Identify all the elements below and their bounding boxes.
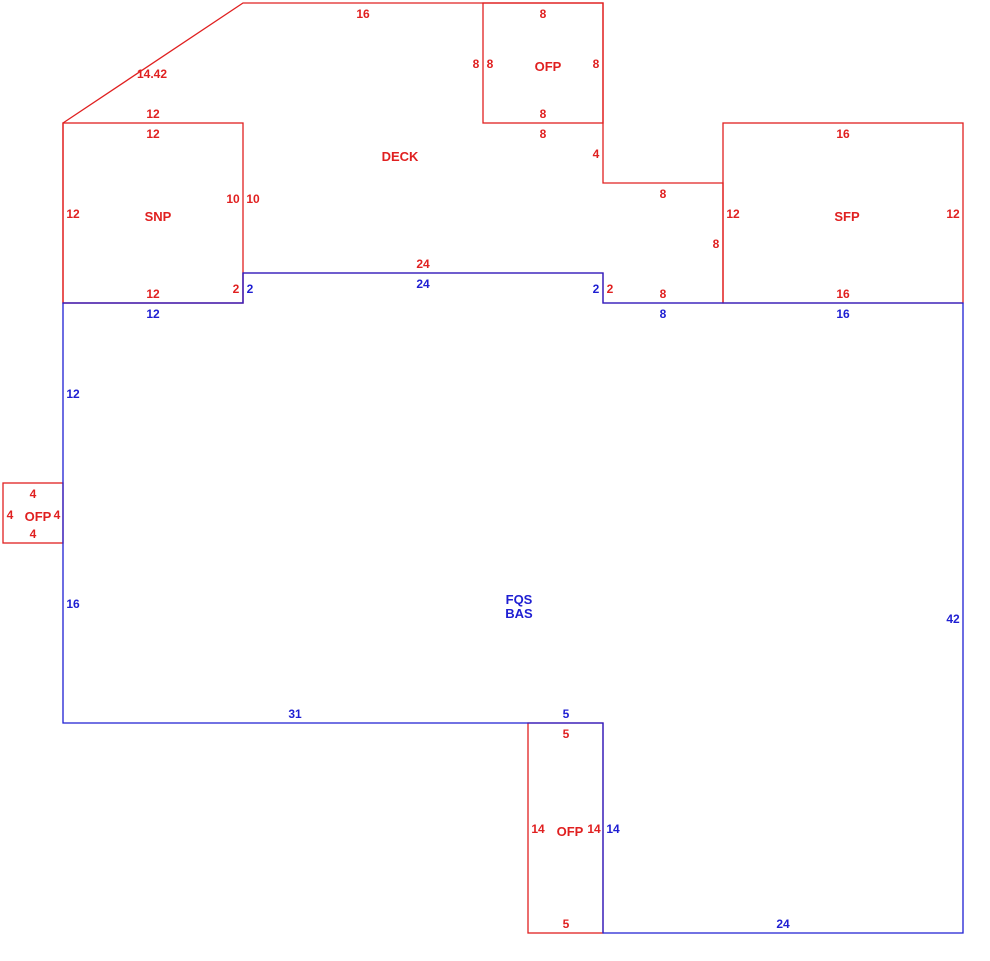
dim-ofp-bottom-bottom: 5 [563,917,570,931]
ofp-top-label: OFP [535,59,562,74]
dim-main-top-right-a: 8 [660,307,667,321]
dim-snp-top: 12 [146,127,160,141]
dim-ofp-top-deck-edge: 8 [540,127,547,141]
dim-deck-diagonal: 14.42 [137,67,167,81]
dim-ofp-left-top: 4 [30,487,37,501]
dim-snp-left: 12 [66,207,80,221]
snp-label: SNP [145,209,172,224]
dim-main-right: 42 [946,612,960,626]
dim-main-bottom-left: 31 [288,707,302,721]
dim-sfp-right: 12 [946,207,960,221]
dim-snp-bottom: 12 [146,287,160,301]
dim-snp-right: 10 [226,192,240,206]
dim-main-left-upper: 12 [66,387,80,401]
dim-ofp-top-top: 8 [540,7,547,21]
dim-deck-step-run: 8 [660,187,667,201]
dim-ofp-left-bottom: 4 [30,527,37,541]
dim-ofp-top-right: 8 [593,57,600,71]
dim-ofp-top-left-in: 8 [487,57,494,71]
dim-main-top-right-b: 16 [836,307,850,321]
dim-deck-right-drop: 2 [607,282,614,296]
dim-deck-bottom: 24 [416,257,430,271]
dim-sfp-left: 12 [726,207,740,221]
dim-main-notch-side: 14 [606,822,620,836]
dim-deck-snp-top: 12 [146,107,160,121]
main-area-code-label: FQS [506,592,533,607]
dim-main-step-left: 2 [247,282,254,296]
dim-ofp-bottom-left: 14 [531,822,545,836]
dim-main-bottom-right: 24 [776,917,790,931]
dim-main-top-left: 12 [146,307,160,321]
dim-main-left-lower: 16 [66,597,80,611]
dim-ofp-top-bottom: 8 [540,107,547,121]
dim-ofp-bottom-right: 14 [587,822,601,836]
dim-deck-top: 16 [356,7,370,21]
ofp-top-outline [482,2,604,124]
dim-ofp-left-right: 4 [54,508,61,522]
dim-deck-left-step: 2 [233,282,240,296]
ofp-left-label: OFP [25,509,52,524]
deck-label: DECK [382,149,419,164]
dim-ofp-left-left: 4 [7,508,14,522]
dim-ofp-top-left-out: 8 [473,57,480,71]
dim-deck-sfp-side: 8 [713,237,720,251]
main-area-outline [62,272,964,934]
dim-deck-right-step: 4 [593,147,600,161]
sfp-label: SFP [834,209,860,224]
dim-ofp-bottom-top: 5 [563,727,570,741]
dim-main-notch-top: 5 [563,707,570,721]
ofp-bottom-label: OFP [557,824,584,839]
main-area-label: BAS [505,606,533,621]
dim-sfp-step-bottom: 8 [660,287,667,301]
dim-deck-snp-side: 10 [246,192,260,206]
dim-sfp-bottom: 16 [836,287,850,301]
dim-main-step-right: 2 [593,282,600,296]
dim-sfp-top: 16 [836,127,850,141]
dim-main-top-mid: 24 [416,277,430,291]
